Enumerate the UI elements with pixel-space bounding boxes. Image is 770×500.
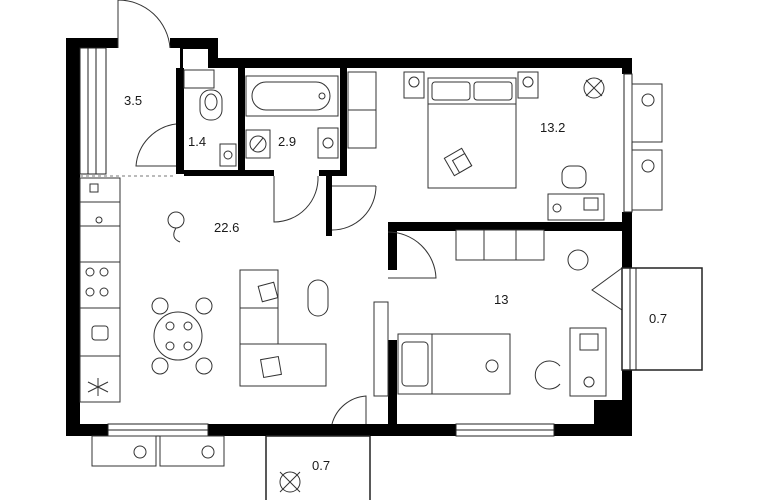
bottom-balcony-area-label: 0.7 (312, 458, 330, 473)
right-balcony (621, 267, 703, 371)
sofa (239, 269, 329, 387)
second-bedroom-furniture (373, 229, 607, 397)
kitchen-furniture (79, 177, 121, 403)
doors (117, 0, 623, 425)
bedroom-radiators (631, 83, 663, 211)
toilet-area-label: 1.4 (188, 134, 206, 149)
bathroom-fixtures (245, 75, 339, 159)
utility-box (183, 69, 215, 89)
second-bedroom-area-label: 13 (494, 292, 508, 307)
bottom-balcony (265, 435, 371, 500)
living-radiators (91, 435, 225, 467)
toilet-fixtures (199, 89, 237, 167)
bathroom-area-label: 2.9 (278, 134, 296, 149)
windows (79, 47, 633, 437)
bedroom-area-label: 13.2 (540, 120, 565, 135)
right-balcony-area-label: 0.7 (649, 311, 667, 326)
dining-set (151, 297, 213, 375)
hallway-area-label: 3.5 (124, 93, 142, 108)
living-kitchen-area-label: 22.6 (214, 220, 239, 235)
pet-toy (167, 211, 185, 243)
bedroom-furniture (347, 71, 605, 221)
interior-walls (176, 46, 632, 424)
